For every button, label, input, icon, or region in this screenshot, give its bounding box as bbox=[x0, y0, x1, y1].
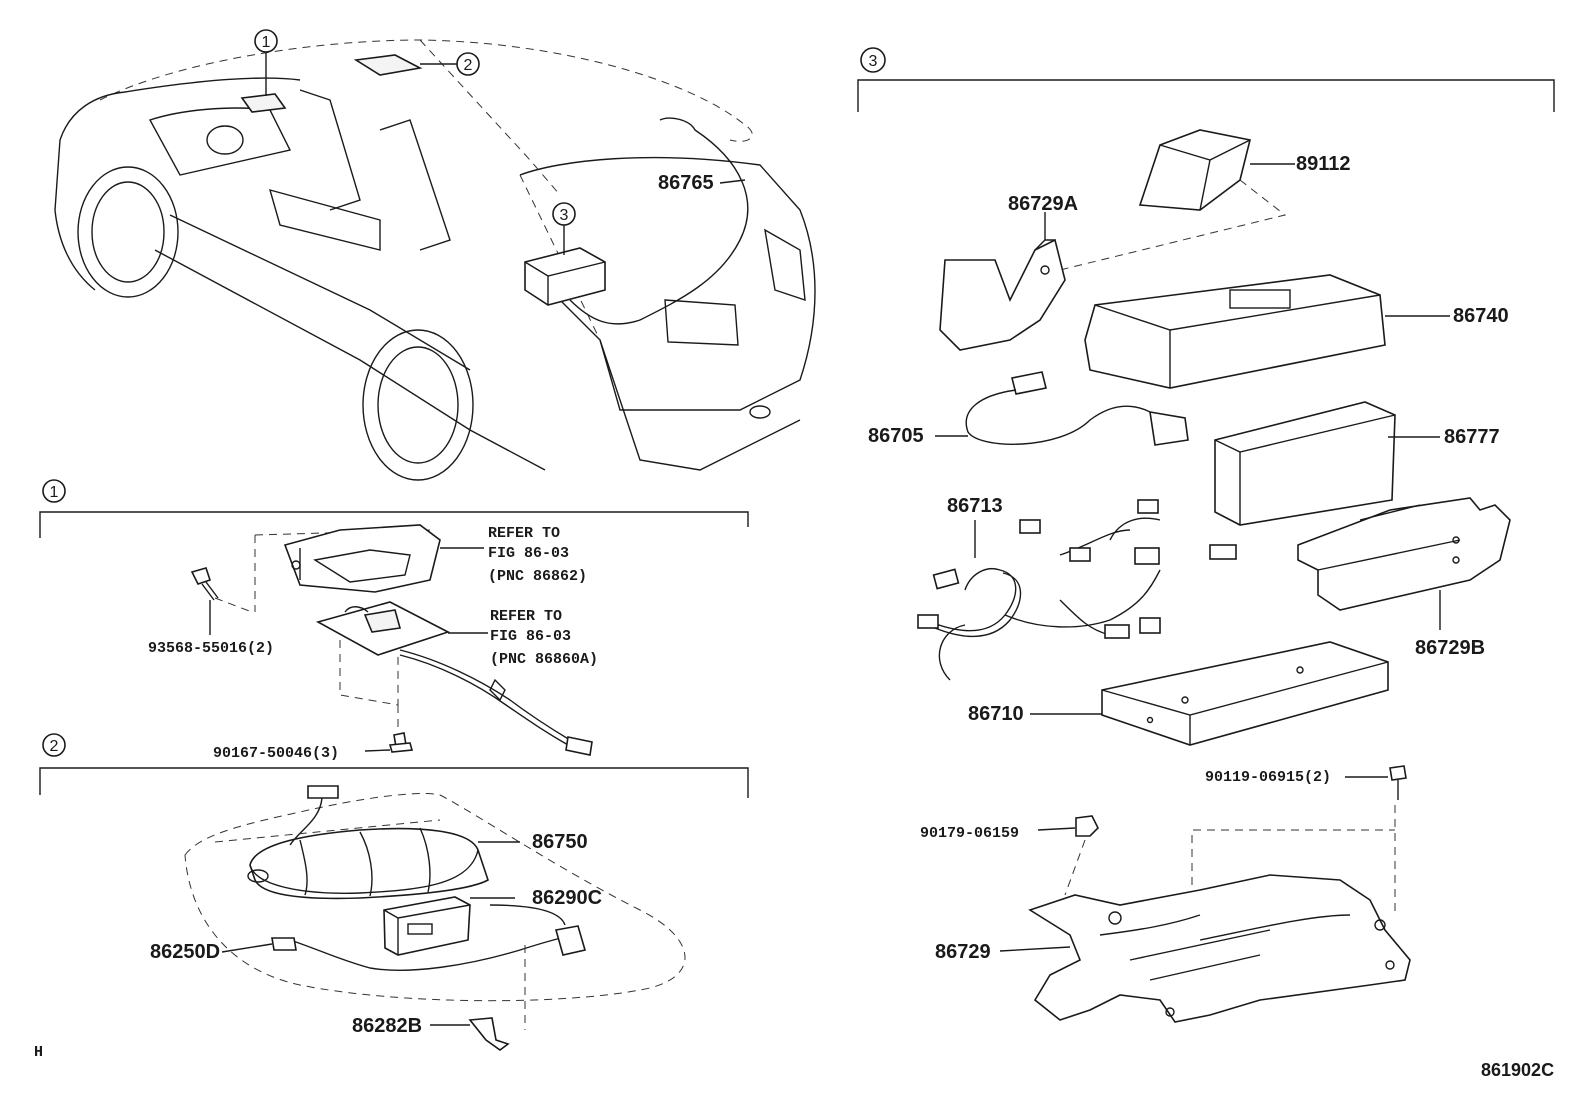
label-86710: 86710 bbox=[968, 703, 1024, 725]
section-3: 3 89112 86729A 86740 86705 86777 bbox=[857, 47, 1555, 1023]
svg-text:2: 2 bbox=[464, 57, 473, 74]
label-86729A: 86729A bbox=[1008, 193, 1078, 215]
label-89112: 89112 bbox=[1296, 153, 1351, 175]
figure-code: 861902C bbox=[1481, 1060, 1554, 1080]
label-86729B: 86729B bbox=[1415, 637, 1485, 659]
corner-mark: H bbox=[34, 1044, 43, 1061]
section-3-marker: 3 bbox=[869, 53, 878, 70]
label-86750: 86750 bbox=[532, 831, 588, 853]
label-90167-50046: 90167-50046(3) bbox=[213, 745, 339, 762]
label-93568-55016: 93568-55016(2) bbox=[148, 640, 274, 657]
refer-2-line2: FIG 86-03 bbox=[490, 628, 571, 645]
section-2-marker: 2 bbox=[50, 738, 59, 755]
callout-3-top[interactable]: 3 bbox=[552, 202, 576, 255]
refer-1-line3: (PNC 86862) bbox=[488, 568, 587, 585]
refer-2-line3: (PNC 86860A) bbox=[490, 651, 598, 668]
section-1-marker: 1 bbox=[50, 484, 59, 501]
label-86740: 86740 bbox=[1453, 305, 1509, 327]
refer-2-line1: REFER TO bbox=[490, 608, 562, 625]
label-86282B: 86282B bbox=[352, 1015, 422, 1037]
label-86713: 86713 bbox=[947, 495, 1003, 517]
svg-text:3: 3 bbox=[560, 207, 569, 224]
label-90179-06159: 90179-06159 bbox=[920, 825, 1019, 842]
label-86765: 86765 bbox=[658, 172, 714, 194]
label-86250D: 86250D bbox=[150, 941, 220, 963]
callout-2-top[interactable]: 2 bbox=[420, 52, 480, 76]
section-2: 2 86750 86290C 86250D 86282B bbox=[39, 733, 749, 1051]
label-86290C: 86290C bbox=[532, 887, 602, 909]
label-86777: 86777 bbox=[1444, 426, 1500, 448]
label-86729: 86729 bbox=[935, 941, 991, 963]
callout-1-top[interactable]: 1 bbox=[254, 29, 278, 96]
refer-1-line2: FIG 86-03 bbox=[488, 545, 569, 562]
refer-1-line1: REFER TO bbox=[488, 525, 560, 542]
svg-text:1: 1 bbox=[262, 34, 271, 51]
section-1: 1 93568-55016(2) REFER TO FIG 86-03 (PNC… bbox=[39, 479, 749, 762]
vehicle-illustration bbox=[54, 39, 816, 481]
label-90119-06915: 90119-06915(2) bbox=[1205, 769, 1331, 786]
label-86705: 86705 bbox=[868, 425, 924, 447]
